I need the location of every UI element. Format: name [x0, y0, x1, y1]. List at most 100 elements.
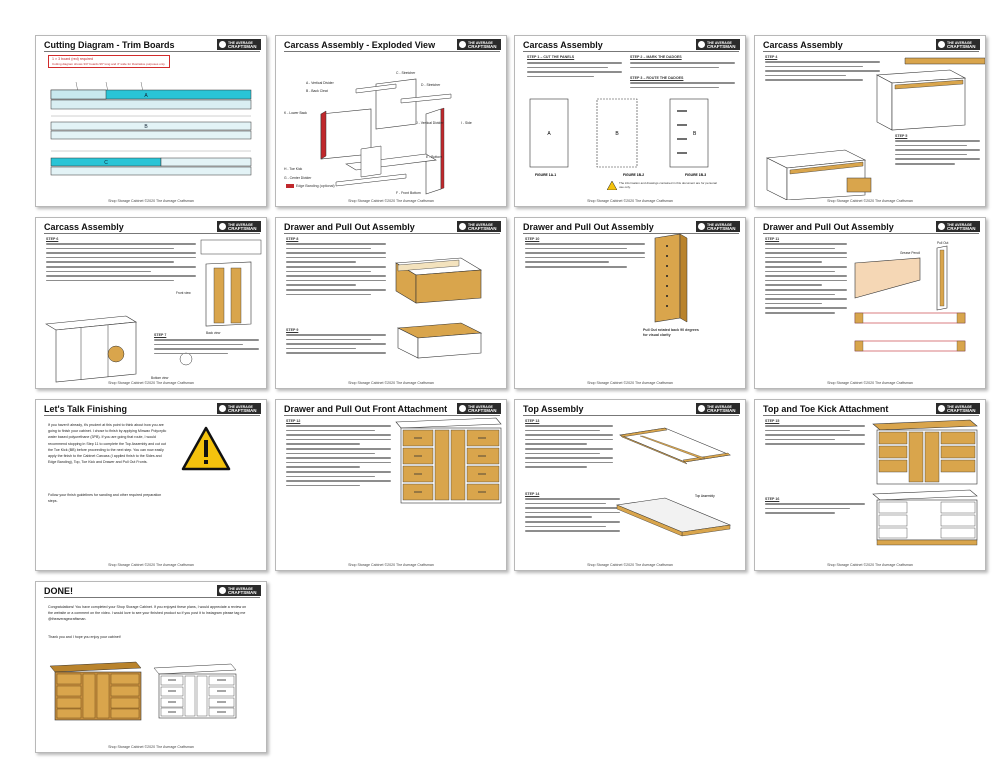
step-heading: STEP 4 — [765, 55, 778, 59]
step-heading: STEP 12 — [286, 419, 301, 423]
page-footer: Shop Storage Cabinet ©2020 The Average C… — [587, 199, 673, 203]
carcass-illustration: Back view Front view Bottom view — [45, 239, 262, 383]
title-rule — [763, 51, 979, 52]
panel-letter: B — [693, 131, 697, 137]
callout: Grease Pencil — [900, 251, 920, 255]
page-footer: Shop Storage Cabinet ©2020 The Average C… — [348, 563, 434, 567]
logo-line1: THE AVERAGE — [228, 40, 253, 45]
page-exploded-view[interactable]: Carcass Assembly - Exploded View THE AVE… — [275, 35, 507, 207]
part-label: A - Vertical Divider — [306, 81, 335, 85]
part-label: B - Back Cleat — [306, 89, 328, 93]
page-title: Carcass Assembly — [44, 222, 124, 232]
logo-line1: THE AVERAGE — [228, 404, 253, 409]
logo-line2: CRAFTSMAN — [468, 407, 497, 413]
logo-line2: CRAFTSMAN — [228, 225, 257, 231]
page-drawer-assembly-3[interactable]: Drawer and Pull Out Assembly THE AVERAGE… — [754, 217, 986, 389]
page-title: Drawer and Pull Out Front Attachment — [284, 404, 448, 414]
step-heading: STEP 11 — [765, 237, 780, 241]
text-block — [525, 498, 620, 535]
page-footer: Shop Storage Cabinet ©2020 The Average C… — [108, 745, 194, 749]
exploded-view-illustration: A - Vertical Divider B - Back Cleat C - … — [284, 71, 472, 195]
part-label: J - Vertical Divider — [416, 121, 444, 125]
logo-line2: CRAFTSMAN — [947, 225, 976, 231]
logo-line1: THE AVERAGE — [707, 40, 732, 45]
logo-line1: THE AVERAGE — [228, 586, 253, 591]
page-cutting-diagram[interactable]: Cutting Diagram - Trim Boards THE AVERAG… — [35, 35, 267, 207]
step-heading: STEP 7 — [154, 333, 167, 337]
page-title: Let's Talk Finishing — [44, 404, 127, 414]
note-line: 1 × 3 board (red) required — [52, 57, 94, 61]
page-footer: Shop Storage Cabinet ©2020 The Average C… — [348, 199, 434, 203]
callout: Front view — [176, 291, 191, 295]
part-label: H - Toe Kick — [284, 167, 303, 171]
legend: Edge Banding (optional) — [286, 184, 335, 189]
page-title: DONE! — [44, 586, 73, 596]
step-heading: STEP 13 — [525, 419, 540, 423]
text-block — [46, 243, 196, 284]
logo-line2: CRAFTSMAN — [947, 43, 976, 49]
logo-line2: CRAFTSMAN — [947, 407, 976, 413]
text-block — [630, 82, 735, 91]
finished-cabinet-illustration — [49, 661, 237, 721]
pull-out-illustration: Grease Pencil Pull Out — [854, 241, 966, 352]
page-title: Carcass Assembly — [763, 40, 843, 50]
text-block — [630, 62, 735, 71]
part-label: E - Bottom — [426, 155, 442, 159]
body-text: Thank you and I hope you enjoy your cabi… — [48, 635, 121, 639]
page-title: Cutting Diagram - Trim Boards — [44, 40, 175, 50]
warning-icon — [181, 426, 231, 471]
page-footer: Shop Storage Cabinet ©2020 The Average C… — [108, 381, 194, 385]
text-block — [286, 334, 386, 357]
note-line: Cutting diagram shows 3/4″ boards 96″ lo… — [52, 62, 166, 66]
title-rule — [284, 233, 500, 234]
text-block — [286, 243, 386, 298]
part-label: K - Lower Back — [284, 111, 307, 115]
text-block — [527, 62, 622, 80]
title-rule — [284, 415, 500, 416]
figure-label: FIGURE 1B-3 — [685, 173, 706, 177]
logo-line2: CRAFTSMAN — [468, 225, 497, 231]
logo-line1: THE AVERAGE — [468, 40, 493, 45]
callout: Pull Out — [937, 241, 948, 245]
text-block — [525, 425, 613, 471]
page-footer: Shop Storage Cabinet ©2020 The Average C… — [587, 381, 673, 385]
page-title: Drawer and Pull Out Assembly — [284, 222, 415, 232]
figure-label: FIGURE 1B-2 — [623, 173, 644, 177]
panel-figures: A B B FIGURE 1A-1 FIGURE 1B-2 FIGURE 1B-… — [529, 98, 709, 177]
page-title: Top Assembly — [523, 404, 584, 414]
body-text: Follow your finish guidelines for sandin… — [48, 493, 162, 504]
logo-line2: CRAFTSMAN — [707, 225, 736, 231]
carcass-illustration — [765, 57, 985, 200]
text-block — [525, 243, 645, 271]
logo-line1: THE AVERAGE — [707, 404, 732, 409]
board-label: B — [144, 124, 148, 130]
logo-line1: THE AVERAGE — [947, 222, 972, 227]
logo-line1: THE AVERAGE — [468, 222, 493, 227]
page-front-attachment[interactable]: Drawer and Pull Out Front Attachment THE… — [275, 399, 507, 571]
title-rule — [44, 51, 260, 52]
page-drawer-assembly-2[interactable]: Drawer and Pull Out Assembly THE AVERAGE… — [514, 217, 746, 389]
step-heading: STEP 16 — [765, 497, 780, 501]
step-heading: STEP 1 – CUT THE PANELS — [527, 55, 575, 59]
logo-line2: CRAFTSMAN — [228, 407, 257, 413]
page-title: Drawer and Pull Out Assembly — [763, 222, 894, 232]
part-label: G - Center Divider — [284, 176, 312, 180]
title-rule — [44, 597, 260, 598]
step-heading: STEP 3 – ROUTE THE DADOES — [630, 76, 684, 80]
title-rule — [763, 233, 979, 234]
logo-line1: THE AVERAGE — [707, 222, 732, 227]
page-drawer-assembly-1[interactable]: Drawer and Pull Out Assembly THE AVERAGE… — [275, 217, 507, 389]
page-footer: Shop Storage Cabinet ©2020 The Average C… — [348, 381, 434, 385]
